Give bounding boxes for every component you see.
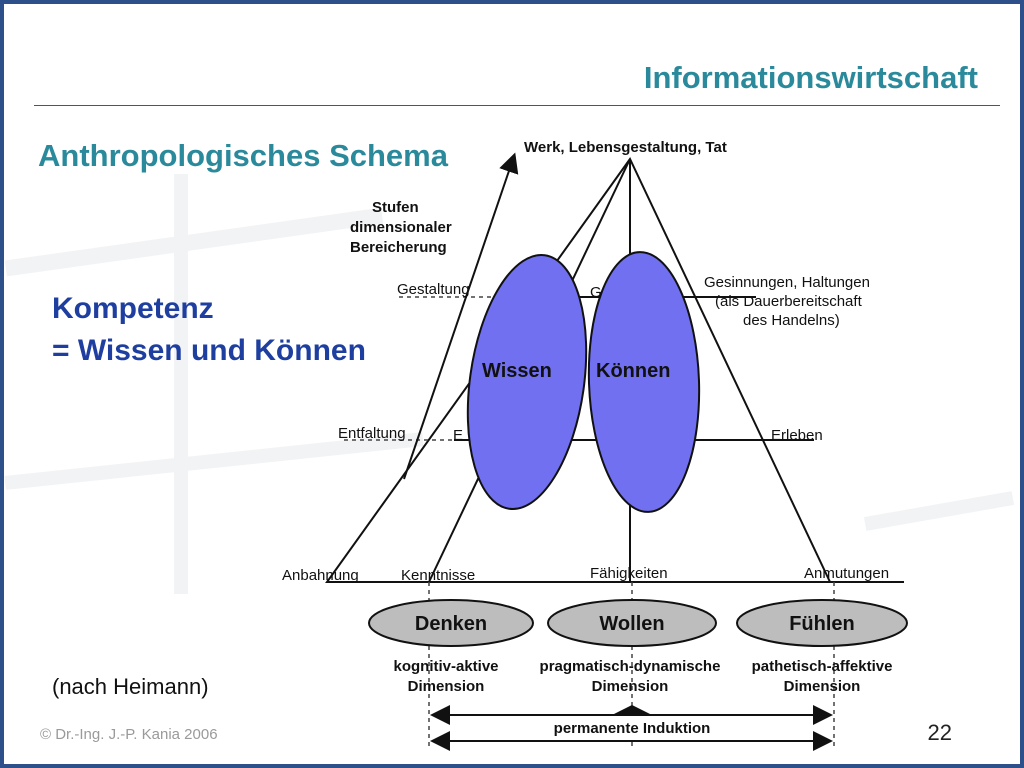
page-number: 22 (927, 720, 952, 745)
induktion-label-background (540, 716, 726, 738)
wissen-label: Wissen (482, 360, 552, 382)
koennen-oval (587, 251, 701, 513)
gesinnungen-label-line-3: des Handelns) (743, 312, 840, 329)
fuehlen-pill (736, 599, 908, 647)
apex-label: Werk, Lebensgestaltung, Tat (524, 139, 727, 156)
wissen-oval (466, 253, 588, 511)
copyright-footer: © Dr.-Ing. J.-P. Kania 2006 (40, 726, 218, 743)
erleben-label: Erleben (771, 427, 823, 444)
source-note: (nach Heimann) (52, 674, 209, 699)
stufen-label-line-1: Stufen (372, 199, 419, 216)
entfaltung-label: Entfaltung (338, 425, 406, 442)
partial-g-label: G (590, 284, 602, 301)
koennen-label: Können (596, 360, 670, 382)
anmutungen-label: Anmutungen (804, 565, 889, 582)
stufen-label-line-3: Bereicherung (350, 239, 447, 256)
anbahnung-label: Anbahnung (282, 567, 359, 584)
partial-e-label: E (453, 427, 463, 444)
kompetenz-line-1: Kompetenz (52, 292, 214, 325)
wollen-pill (547, 599, 717, 647)
anthropological-schema-diagram: Wissen Können Werk, Lebensgestaltung, Ta… (282, 139, 908, 751)
stufen-arrow (403, 152, 519, 480)
induktion-label: permanente Induktion (554, 720, 711, 737)
gestaltung-label: Gestaltung (397, 281, 470, 298)
slide-subtitle: Anthropologisches Schema (38, 138, 448, 173)
kompetenz-definition: Kompetenz = Wissen und Können (52, 288, 366, 372)
gesinnungen-label-line-2: (als Dauerbereitschaft (715, 293, 863, 310)
page-title: Informationswirtschaft (643, 60, 978, 95)
pathetisch-dimension-line-1: pathetisch-affektive (752, 658, 893, 675)
title-divider (34, 105, 1000, 106)
kompetenz-line-2: = Wissen und Können (52, 334, 366, 367)
faehigkeiten-label: Fähigkeiten (590, 565, 668, 582)
denken-pill (368, 599, 534, 647)
wollen-label: Wollen (599, 613, 664, 635)
pragmatisch-dimension-line-2: Dimension (592, 678, 669, 695)
kognitiv-dimension-line-2: Dimension (408, 678, 485, 695)
kenntnisse-label: Kenntnisse (401, 567, 475, 584)
pragmatisch-dimension-line-1: pragmatisch-dynamische (540, 658, 721, 675)
kognitiv-dimension-line-1: kognitiv-aktive (393, 658, 498, 675)
fuehlen-label: Fühlen (789, 613, 855, 635)
background-stripe (174, 174, 188, 594)
denken-label: Denken (415, 613, 487, 635)
gesinnungen-label-line-1: Gesinnungen, Haltungen (704, 274, 870, 291)
pathetisch-dimension-line-2: Dimension (784, 678, 861, 695)
stufen-label-line-2: dimensionaler (350, 219, 452, 236)
